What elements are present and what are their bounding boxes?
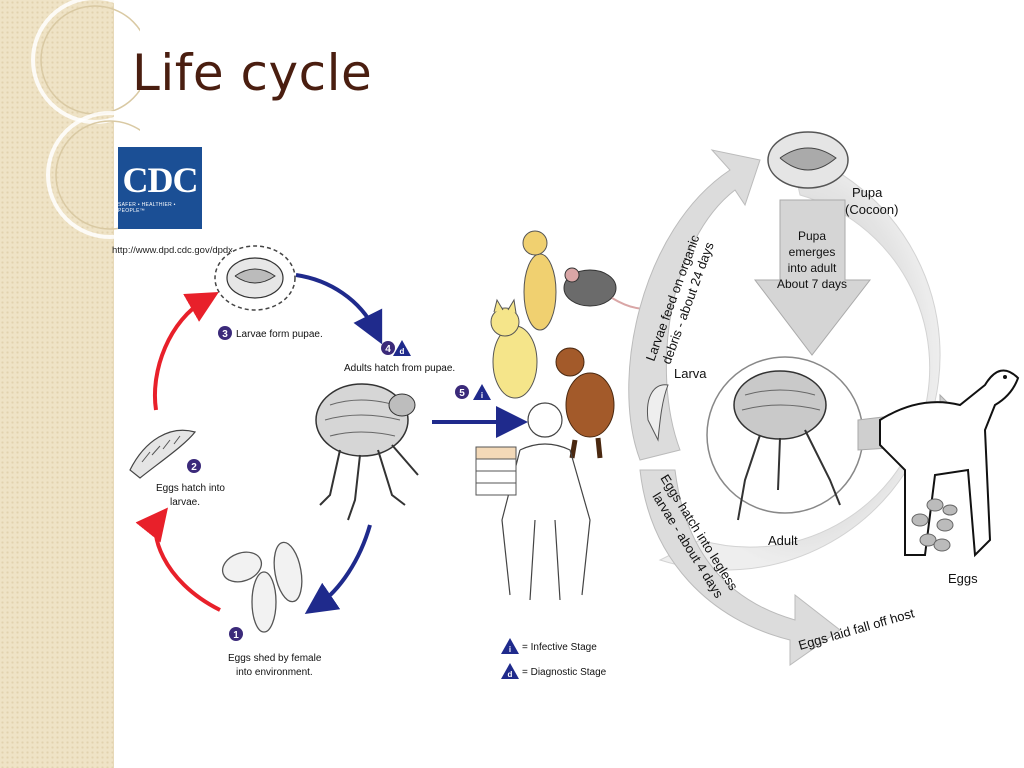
infective-stage-marker: i bbox=[473, 384, 491, 400]
pupa-subtitle: (Cocoon) bbox=[845, 202, 898, 217]
circular-arrow-ring bbox=[658, 149, 941, 571]
red-arrow-eggs-to-larvae bbox=[135, 507, 221, 612]
svg-text:= Diagnostic Stage: = Diagnostic Stage bbox=[522, 667, 607, 678]
step-2-label-line2: larvae. bbox=[170, 497, 200, 508]
step-2-label-line1: Eggs hatch into bbox=[156, 483, 225, 494]
svg-text:i: i bbox=[481, 391, 483, 400]
cdc-logo-letters: CDC bbox=[122, 160, 199, 200]
cat-illustration bbox=[490, 298, 538, 399]
eggs-right-illustration bbox=[911, 498, 958, 552]
pupa-title: Pupa bbox=[852, 185, 883, 200]
svg-text:3: 3 bbox=[222, 329, 228, 340]
decorative-side-strip bbox=[0, 0, 114, 768]
blue-arrow-adult-to-eggs bbox=[304, 524, 372, 615]
pupa-cocoon-illustration bbox=[214, 245, 296, 311]
svg-text:i: i bbox=[509, 645, 511, 654]
svg-text:d: d bbox=[508, 670, 513, 679]
adult-label: Adult bbox=[768, 533, 798, 548]
decorative-rings bbox=[31, 0, 140, 239]
arrow-larva-to-pupa bbox=[628, 149, 761, 461]
pupa-arrow-line2: emerges bbox=[789, 245, 836, 259]
adult-flea-right-illustration bbox=[733, 370, 841, 521]
pupa-arrow-line1: Pupa bbox=[798, 229, 826, 243]
eggs-illustration bbox=[221, 541, 303, 633]
larva-right-illustration bbox=[646, 384, 669, 442]
slide-title: Life cycle bbox=[132, 44, 373, 102]
larva-illustration bbox=[129, 429, 197, 479]
svg-text:= Infective Stage: = Infective Stage bbox=[522, 642, 597, 653]
eggs-label: Eggs bbox=[948, 571, 978, 586]
dog-illustration bbox=[555, 347, 615, 459]
step-3-label: Larvae form pupae. bbox=[236, 329, 323, 340]
step-badge-2: 2 bbox=[187, 459, 201, 473]
human-outline-illustration bbox=[501, 402, 591, 601]
svg-text:5: 5 bbox=[459, 388, 465, 399]
svg-text:4: 4 bbox=[385, 344, 391, 355]
legend-diagnostic: d = Diagnostic Stage bbox=[501, 663, 607, 679]
larva-label: Larva bbox=[674, 366, 707, 381]
cdc-logo: CDC SAFER • HEALTHIER • PEOPLE™ bbox=[118, 147, 202, 229]
step-1-label-line1: Eggs shed by female bbox=[228, 653, 322, 664]
arrow-pupa-to-adult bbox=[753, 199, 872, 356]
prairie-dog-illustration bbox=[522, 230, 557, 331]
cdc-logo-tagline: SAFER • HEALTHIER • PEOPLE™ bbox=[118, 202, 176, 214]
svg-text:d: d bbox=[400, 347, 405, 356]
svg-text:2: 2 bbox=[191, 462, 197, 473]
step-1-label-line2: into environment. bbox=[236, 667, 313, 678]
svg-text:1: 1 bbox=[233, 630, 239, 641]
pupa-cocoon-right-illustration bbox=[767, 131, 849, 189]
skin-layers-illustration bbox=[475, 446, 517, 496]
pupa-arrow-line4: About 7 days bbox=[777, 277, 847, 291]
source-url: http://www.dpd.cdc.gov/dpdx bbox=[112, 245, 233, 256]
arrow-eggs-to-larva bbox=[639, 469, 841, 666]
step-badge-5: 5 bbox=[455, 385, 469, 399]
step-4-label: Adults hatch from pupae. bbox=[344, 363, 455, 374]
step-badge-4: 4 bbox=[381, 341, 395, 355]
adult-flea-illustration bbox=[315, 383, 419, 521]
diagnostic-stage-marker: d bbox=[393, 340, 411, 356]
legend-infective: i = Infective Stage bbox=[501, 638, 597, 654]
dog-host-right-illustration bbox=[879, 369, 1020, 558]
rat-illustration bbox=[563, 267, 661, 310]
pupa-arrow-line3: into adult bbox=[788, 261, 837, 275]
red-arrow-larvae-to-pupae bbox=[153, 292, 219, 411]
step-badge-3: 3 bbox=[218, 326, 232, 340]
step-badge-1: 1 bbox=[229, 627, 243, 641]
blue-arrow-pupae-to-adult bbox=[295, 273, 383, 345]
